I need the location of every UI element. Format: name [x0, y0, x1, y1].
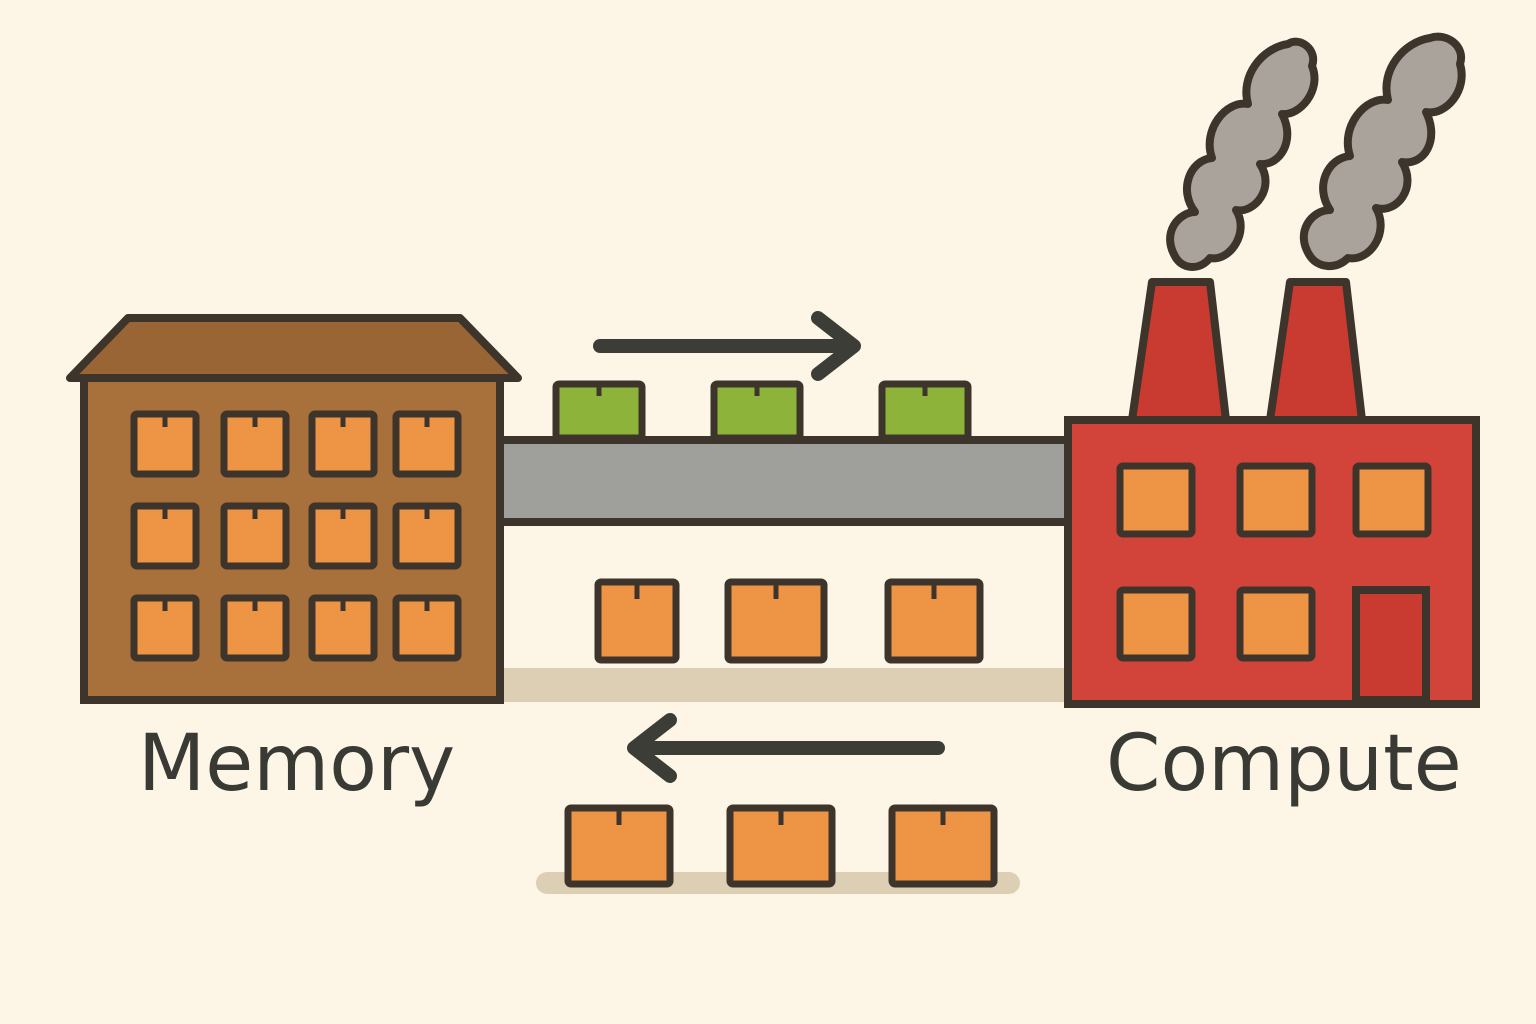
- moving-boxes: [552, 380, 998, 888]
- warehouse-window-box: [308, 594, 378, 662]
- factory-window: [1236, 462, 1316, 538]
- factory-window: [1116, 462, 1196, 538]
- warehouse-window-box: [392, 410, 462, 478]
- warehouse-roof: [66, 314, 522, 382]
- factory-window: [1236, 586, 1316, 662]
- warehouse-window-box: [220, 502, 290, 570]
- data-box-orange: [594, 578, 680, 664]
- chimney: [1128, 278, 1230, 424]
- factory-windows: [1116, 462, 1432, 662]
- warehouse-window-box: [220, 594, 290, 662]
- data-box-orange: [884, 578, 984, 664]
- factory-door: [1352, 586, 1430, 704]
- smoke-plume: [1166, 37, 1319, 271]
- data-box-green: [878, 380, 972, 442]
- data-box-green: [552, 380, 646, 442]
- compute-label: Compute: [1106, 719, 1462, 809]
- data-box-green: [710, 380, 804, 442]
- smoke-plume: [1299, 32, 1466, 270]
- warehouse-windows: [130, 410, 462, 662]
- warehouse-window-box: [308, 502, 378, 570]
- warehouse-window-box: [130, 502, 200, 570]
- factory-window: [1352, 462, 1432, 538]
- warehouse-window-box: [220, 410, 290, 478]
- warehouse-window-box: [392, 502, 462, 570]
- factory-icon: [1064, 32, 1480, 708]
- warehouse-icon: [66, 314, 522, 704]
- arrow-right-icon: [593, 311, 861, 381]
- factory-window: [1116, 586, 1196, 662]
- warehouse-window-box: [392, 594, 462, 662]
- warehouse-window-box: [308, 410, 378, 478]
- arrow-left-icon: [627, 713, 945, 783]
- return-track: [500, 668, 1070, 702]
- data-box-orange: [724, 578, 828, 664]
- data-box-orange: [564, 804, 674, 888]
- warehouse-window-box: [130, 594, 200, 662]
- warehouse-window-box: [130, 410, 200, 478]
- conveyor-belt: [492, 436, 1076, 526]
- chimney: [1266, 278, 1366, 424]
- data-box-orange: [888, 804, 998, 888]
- data-box-orange: [726, 804, 836, 888]
- memory-label: Memory: [138, 719, 456, 809]
